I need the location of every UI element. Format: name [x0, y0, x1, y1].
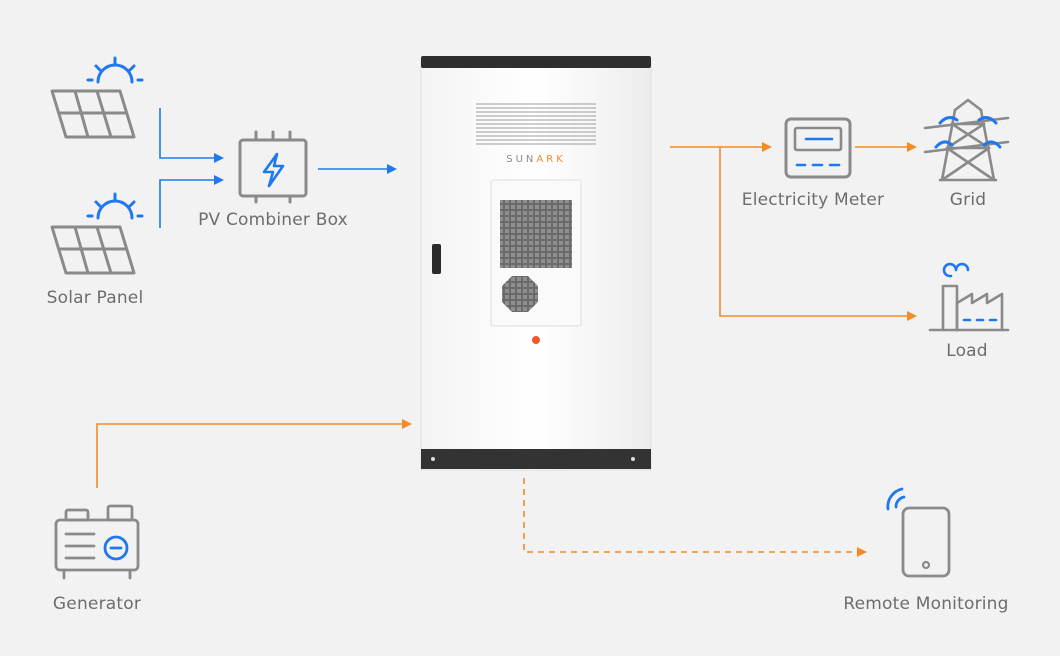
cabinet-brand-prefix: SUN — [506, 154, 537, 165]
solar-panel-icon — [50, 56, 144, 139]
load-label: Load — [946, 341, 988, 361]
solar-panel-icon — [50, 192, 144, 275]
energy-storage-cabinet — [420, 56, 652, 471]
cabinet-status-led — [532, 336, 540, 344]
cabinet-brand-suffix: ARK — [536, 154, 566, 165]
electricity-meter-icon — [784, 117, 852, 179]
generator-label: Generator — [52, 594, 142, 614]
electricity-meter-label: Electricity Meter — [741, 190, 885, 210]
pv-combiner-box-icon — [238, 130, 308, 204]
factory-icon — [928, 262, 1010, 332]
remote-monitoring-label: Remote Monitoring — [843, 594, 1009, 614]
solar-connector-lines — [159, 108, 397, 228]
grid-label: Grid — [949, 190, 987, 210]
cabinet-brand: SUNARK — [506, 154, 566, 165]
cabinet-door-handle — [432, 244, 441, 274]
generator-icon — [54, 504, 140, 580]
pv-combiner-box-label: PV Combiner Box — [198, 210, 348, 230]
cabinet-vent — [476, 103, 596, 145]
transmission-tower-icon — [923, 98, 1010, 182]
smartphone-wifi-icon — [886, 487, 951, 578]
solar-panel-label: Solar Panel — [46, 288, 144, 308]
output-connector-lines — [96, 142, 917, 557]
